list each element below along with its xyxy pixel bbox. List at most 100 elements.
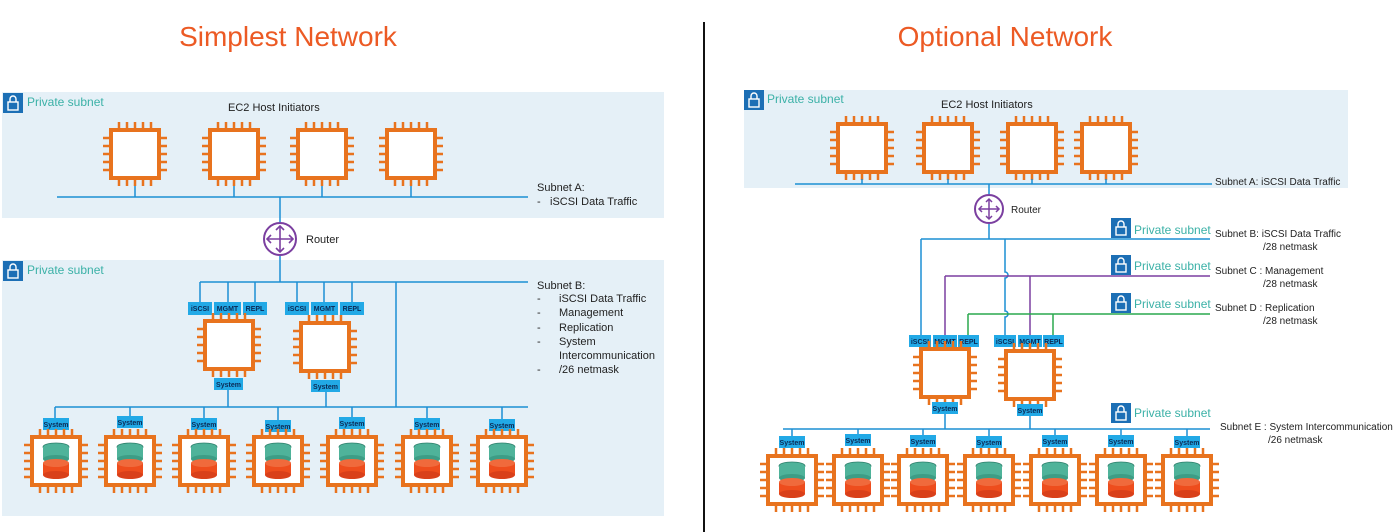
svg-text:REPL: REPL [959,339,978,346]
left-router-label: Router [306,234,339,246]
left-controller-1: iSCSI MGMT REPL System [188,302,267,390]
svg-text:iSCSI: iSCSI [288,306,306,313]
svg-text:System: System [559,336,596,348]
left-lines [54,186,528,420]
database-icon [975,461,1003,499]
svg-text:-: - [537,307,541,319]
left-subnet-a-title: Subnet A: [537,182,585,194]
lock-icon [1110,292,1132,314]
left-subnet-a-item: iSCSI Data Traffic [550,196,638,208]
svg-text:System: System [977,440,1002,447]
svg-text:iSCSI: iSCSI [996,339,1014,346]
left-subnet-b-title: Subnet B: [537,280,585,292]
database-icon [190,442,218,480]
right-private-subnet-label-c: Private subnet [1134,259,1211,273]
right-green-lines [967,313,1210,335]
svg-text:REPL: REPL [246,306,265,313]
left-private-subnet-label-1: Private subnet [27,95,104,109]
controller-chip-icon [291,313,359,381]
svg-text:System: System [313,384,338,391]
database-icon [488,442,516,480]
svg-text:-: - [537,322,541,334]
database-icon [264,442,292,480]
svg-text:System: System [780,440,805,447]
ec2-chip-icon [998,114,1066,182]
ec2-chip-icon [101,120,169,188]
svg-text:System: System [1043,439,1068,446]
right-subnet-b-label: Subnet B: iSCSI Data Traffic [1215,229,1341,240]
left-subnet-b-list: - iSCSI Data Traffic - Management - Repl… [537,293,655,376]
right-subnet-c-label: Subnet C : Management [1215,266,1324,277]
database-icon [116,442,144,480]
right-subnet-e-label: Subnet E : System Intercommunication [1220,422,1393,433]
right-subnet-e-netmask: /26 netmask [1268,435,1323,446]
right-subnet-d-netmask: /28 netmask [1263,316,1318,327]
svg-text:System: System [1109,439,1134,446]
svg-text:System: System [216,382,241,389]
svg-text:System: System [340,421,365,428]
svg-text:Intercommunication: Intercommunication [559,350,655,362]
svg-text:System: System [1018,408,1043,415]
svg-text:-: - [537,336,541,348]
right-private-subnet-label-b: Private subnet [1134,223,1211,237]
database-icon [778,461,806,499]
database-icon [338,442,366,480]
right-subnet-b-netmask: /28 netmask [1263,242,1318,253]
left-title: Simplest Network [179,21,398,52]
right-subnet-a-label: Subnet A: iSCSI Data Traffic [1215,177,1340,188]
svg-text:-: - [537,364,541,376]
svg-text:System: System [118,420,143,427]
database-icon [413,442,441,480]
ec2-chip-icon [288,120,356,188]
right-subnet-c-netmask: /28 netmask [1263,279,1318,290]
left-controller-2: iSCSI MGMT REPL System [285,302,364,392]
left-private-subnet-label-2: Private subnet [27,263,104,277]
svg-text:System: System [192,422,217,429]
database-icon [1173,461,1201,499]
router-icon [974,194,1004,224]
database-icon [844,461,872,499]
right-router-label: Router [1011,205,1042,216]
lock-icon [743,89,765,111]
svg-text:System: System [415,422,440,429]
right-private-subnet-label-e: Private subnet [1134,406,1211,420]
svg-text:/26 netmask: /26 netmask [559,364,619,376]
svg-text:MGMT: MGMT [1019,339,1041,346]
svg-text:System: System [44,422,69,429]
lock-icon [2,260,24,282]
router-icon [263,222,297,256]
right-controller-1: iSCSI MGMT REPL System [909,335,979,414]
svg-text:System: System [1175,440,1200,447]
lock-icon [1110,254,1132,276]
ec2-chip-icon [914,114,982,182]
ec2-chip-icon [1072,114,1140,182]
right-controller-2: iSCSI MGMT REPL System [994,335,1064,416]
svg-text:System: System [266,424,291,431]
svg-text:Replication: Replication [559,322,613,334]
ec2-chip-icon [200,120,268,188]
right-title: Optional Network [898,21,1114,52]
database-icon [1041,461,1069,499]
database-icon [1107,461,1135,499]
database-icon [909,461,937,499]
svg-text:iSCSI Data Traffic: iSCSI Data Traffic [559,293,647,305]
svg-text:iSCSI: iSCSI [911,339,929,346]
right-blue-lines [783,179,1212,436]
controller-chip-icon [195,311,263,379]
lock-icon [1110,402,1132,424]
svg-text:System: System [490,423,515,430]
ec2-chip-icon [828,114,896,182]
right-purple-lines [944,275,1210,335]
right-private-subnet-label-1: Private subnet [767,92,844,106]
left-subnet-a-bullet: - [537,196,541,208]
svg-text:Management: Management [559,307,623,319]
right-private-subnet-label-d: Private subnet [1134,297,1211,311]
controller-chip-icon [911,339,979,407]
svg-text:System: System [933,406,958,413]
svg-text:MGMT: MGMT [217,306,239,313]
svg-text:REPL: REPL [1044,339,1063,346]
lock-icon [1110,217,1132,239]
svg-text:iSCSI: iSCSI [191,306,209,313]
svg-text:System: System [846,438,871,445]
